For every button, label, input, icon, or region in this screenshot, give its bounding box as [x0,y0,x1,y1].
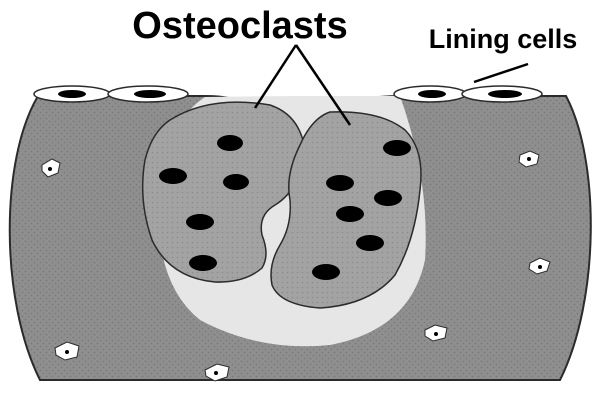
nucleus [312,264,340,280]
nucleus [374,190,402,206]
lining-cells-label: Lining cells [429,24,578,54]
nucleus [223,174,249,190]
nucleus [159,168,187,184]
nucleus [356,235,384,251]
nucleus [336,206,364,222]
nucleus [326,175,354,191]
nucleus [383,140,411,156]
nucleus [186,214,214,230]
nucleus [189,255,217,271]
lining-cells-leader-line [474,64,528,82]
osteoclasts-label: Osteoclasts [132,5,347,47]
nucleus [217,135,243,151]
